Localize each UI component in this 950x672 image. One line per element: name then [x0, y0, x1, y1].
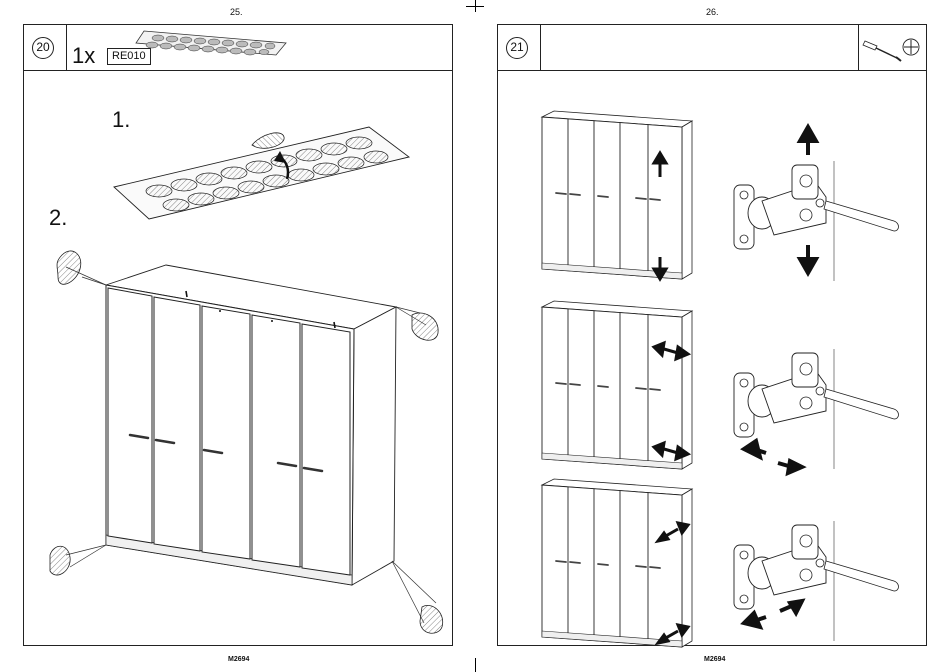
left-page-number: 25. [230, 7, 243, 17]
step-21-panel: 21 [497, 24, 927, 646]
tool-box [858, 25, 926, 71]
step-20-badge: 20 [32, 37, 54, 59]
crop-mark-bottom [475, 658, 476, 672]
step-20-header: 20 1x RE010 [24, 25, 452, 71]
step-21-badge: 21 [506, 37, 528, 59]
step-20-panel: 20 1x RE010 1. 2. [23, 24, 453, 646]
right-footer-code: M2694 [704, 656, 725, 663]
felt-pad-sheet [104, 109, 414, 229]
wardrobe-illustration [44, 225, 444, 635]
part-quantity: 1x [72, 45, 95, 67]
step-21-header: 21 [498, 25, 926, 71]
header-divider [66, 25, 67, 71]
phillips-head-icon [901, 37, 921, 57]
header-divider [540, 25, 541, 71]
felt-pad-sheet-thumbnail [136, 29, 286, 59]
hinge-adjustment-illustration [498, 71, 928, 647]
screwdriver-icon [863, 35, 903, 65]
right-page-number: 26. [706, 7, 719, 17]
left-footer-code: M2694 [228, 656, 249, 663]
crop-mark-top-h [466, 6, 484, 7]
